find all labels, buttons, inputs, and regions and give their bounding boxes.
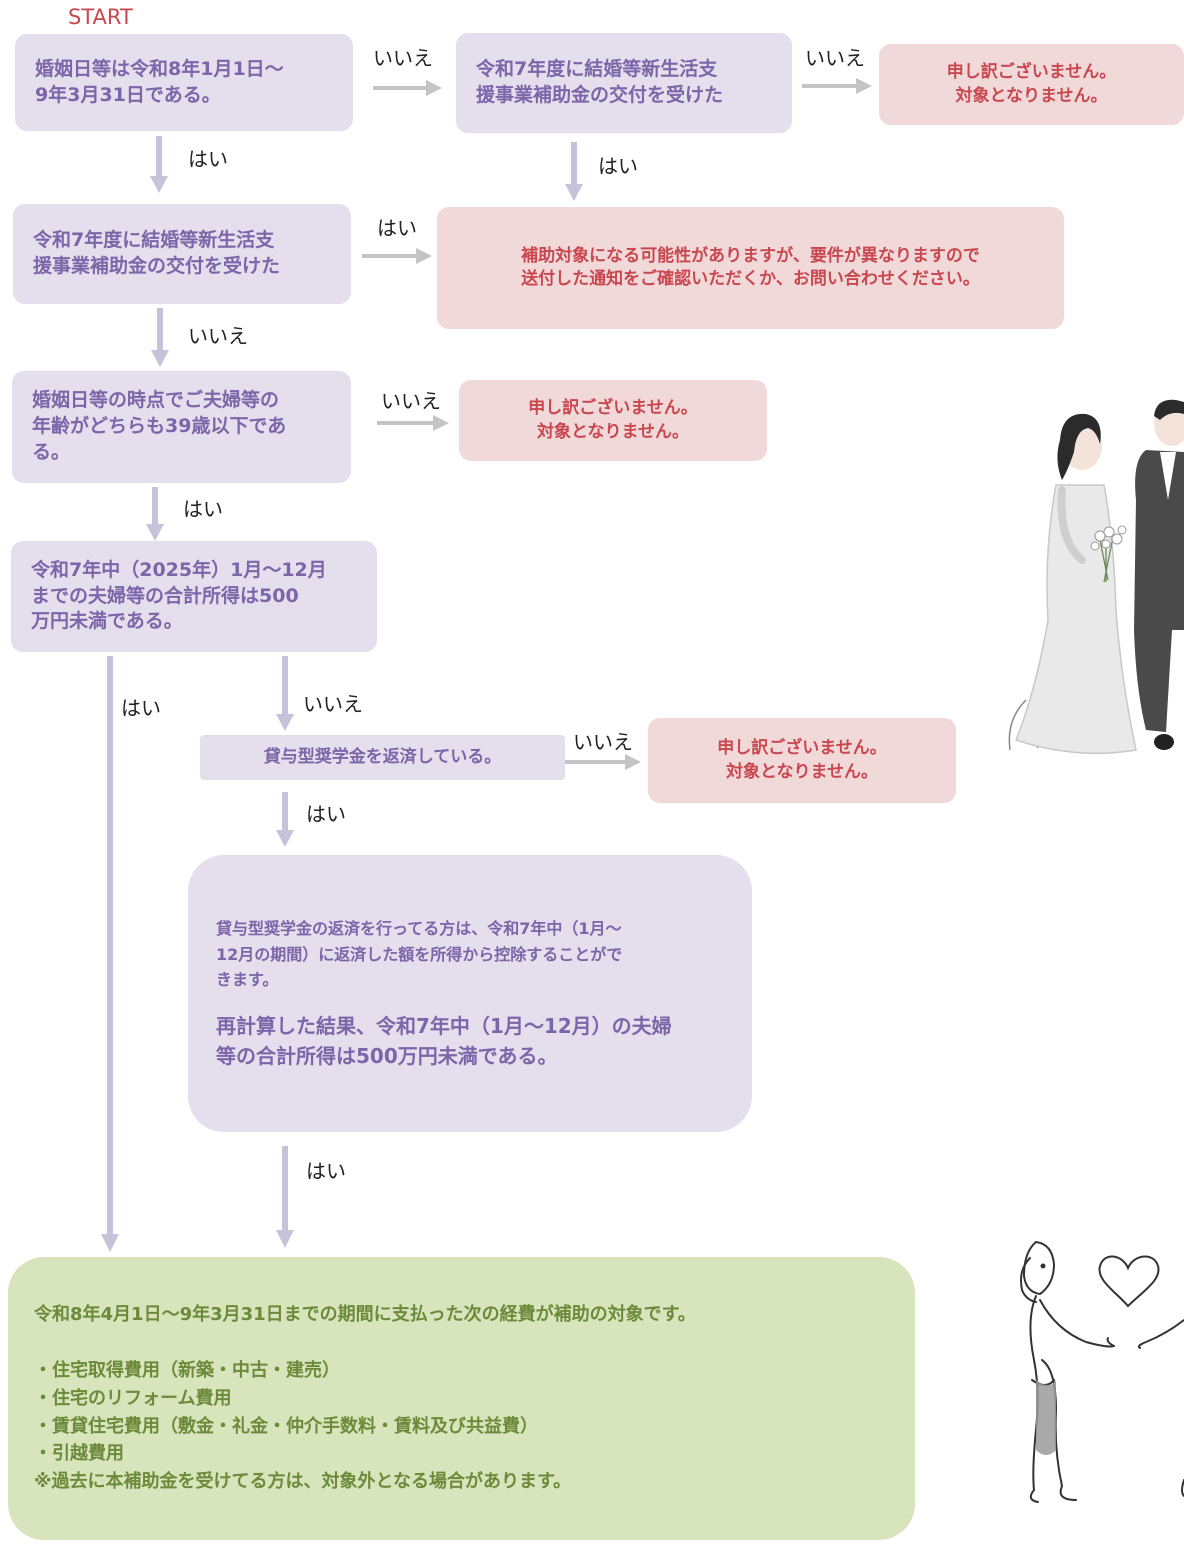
connector-arrows	[101, 78, 872, 1252]
q2-line2: 援事業補助金の交付を受けた	[476, 84, 724, 106]
possibly-eligible-box: 補助対象になる可能性がありますが、要件が異なりますので 送付した通知をご確認いた…	[437, 207, 1064, 329]
ng1-line2: 対象となりません。	[955, 85, 1108, 106]
ng3-line1: 申し訳ございません。	[717, 738, 887, 759]
wedding-couple-illustration	[1008, 399, 1184, 755]
question-previous-subsidy: 令和7年度に結婚等新生活支 援事業補助金の交付を受けた	[13, 204, 351, 304]
q3-line1: 令和7年度に結婚等新生活支	[33, 229, 275, 252]
q7-question-line1: 再計算した結果、令和7年中（1月～12月）の夫婦	[216, 1013, 672, 1038]
arrow-q3-to-possible-head	[416, 248, 432, 264]
result-item-rental: ・賃貸住宅費用（敷金・礼金・仲介手数料・賃料及び共益費）	[34, 1415, 538, 1437]
q5-line3: 万円未満である。	[31, 610, 183, 633]
arrow-q6-to-q7-head	[276, 830, 294, 847]
start-label: START	[68, 5, 133, 29]
label-no-q6: いいえ	[573, 730, 633, 754]
result-item-moving: ・引越費用	[34, 1443, 124, 1465]
question-recalculated-income: 貸与型奨学金の返済を行ってる方は、令和7年中（1月～ 12月の期間）に返済した額…	[188, 855, 752, 1132]
question-age: 婚姻日等の時点でご夫婦等の 年齢がどちらも39歳以下であ る。	[12, 371, 351, 483]
question-scholarship: 貸与型奨学金を返済している。	[200, 735, 565, 780]
label-no-q3: いいえ	[188, 324, 248, 348]
arrow-q1-to-q2-head	[426, 80, 442, 96]
ng2-line2: 対象となりません。	[537, 421, 689, 442]
q3-line2: 援事業補助金の交付を受けた	[33, 255, 281, 277]
q5-line1: 令和7年中（2025年）1月～12月	[31, 558, 327, 581]
label-yes-q6: はい	[306, 802, 346, 826]
arrow-q5-to-q6-head	[276, 714, 294, 731]
q5-line2: までの夫婦等の合計所得は500	[31, 584, 299, 607]
arrow-q5-to-result-head	[101, 1234, 119, 1252]
not-eligible-box-3: 申し訳ございません。 対象となりません。	[648, 718, 956, 803]
label-yes-q4: はい	[183, 497, 223, 521]
ng1-line1: 申し訳ございません。	[946, 62, 1117, 83]
couple-with-heart-illustration	[1020, 1240, 1184, 1503]
arrow-q4-to-q5-head	[146, 524, 164, 541]
arrow-q6-to-ng3-head	[625, 754, 641, 770]
arrow-q2-to-possible-head	[565, 184, 583, 201]
arrow-q3-to-q4-head	[151, 350, 169, 367]
label-yes-q3: はい	[377, 216, 417, 240]
label-no-q1: いいえ	[373, 46, 433, 70]
result-item-housing: ・住宅取得費用（新築・中古・建売）	[34, 1359, 340, 1381]
q2-line1: 令和7年度に結婚等新生活支	[476, 58, 718, 81]
q1-line2: 9年3月31日である。	[35, 83, 221, 106]
q7-question-line2: 等の合計所得は500万円未満である。	[216, 1043, 558, 1068]
q7-note-line2: 12月の期間）に返済した額を所得から控除することがで	[216, 944, 623, 964]
question-previous-subsidy-top: 令和7年度に結婚等新生活支 援事業補助金の交付を受けた	[456, 33, 792, 133]
q6-text: 貸与型奨学金を返済している。	[263, 746, 502, 767]
label-yes-q1: はい	[188, 147, 228, 171]
q7-note-line1: 貸与型奨学金の返済を行ってる方は、令和7年中（1月～	[216, 919, 622, 939]
label-yes-q2: はい	[598, 154, 638, 178]
arrow-q1-to-q3-head	[150, 176, 168, 193]
result-item-reform: ・住宅のリフォーム費用	[34, 1387, 232, 1409]
question-marriage-date: 婚姻日等は令和8年1月1日～ 9年3月31日である。	[15, 34, 353, 131]
eligible-result-box: 令和8年4月1日～9年3月31日までの期間に支払った次の経費が補助の対象です。 …	[8, 1257, 915, 1540]
q7-note-line3: きます。	[216, 970, 279, 990]
label-yes-q5: はい	[121, 696, 161, 720]
arrow-q2-to-ng1-head	[856, 78, 872, 94]
result-note: ※過去に本補助金を受けてる方は、対象外となる場合があります。	[34, 1471, 572, 1493]
possible-line1: 補助対象になる可能性がありますが、要件が異なりますので	[521, 245, 980, 266]
ng2-line1: 申し訳ございません。	[528, 398, 698, 419]
label-yes-q7: はい	[306, 1159, 346, 1183]
not-eligible-box-1: 申し訳ございません。 対象となりません。	[879, 44, 1184, 125]
arrow-q4-to-ng2-head	[433, 415, 449, 431]
label-no-q5: いいえ	[303, 692, 363, 716]
q1-line1: 婚姻日等は令和8年1月1日～	[35, 57, 284, 80]
ng3-line2: 対象となりません。	[726, 761, 878, 782]
question-income: 令和7年中（2025年）1月～12月 までの夫婦等の合計所得は500 万円未満で…	[11, 541, 377, 652]
arrow-q7-to-result-head	[276, 1230, 294, 1248]
q4-line2: 年齢がどちらも39歳以下であ	[32, 415, 287, 438]
not-eligible-box-2: 申し訳ございません。 対象となりません。	[459, 380, 767, 461]
label-no-q4: いいえ	[381, 389, 441, 413]
result-title: 令和8年4月1日～9年3月31日までの期間に支払った次の経費が補助の対象です。	[34, 1303, 696, 1325]
q4-line1: 婚姻日等の時点でご夫婦等の	[32, 389, 280, 412]
possible-line2: 送付した通知をご確認いただくか、お問い合わせください。	[521, 269, 980, 289]
label-no-q2: いいえ	[805, 46, 865, 70]
q4-line3: る。	[32, 440, 71, 463]
